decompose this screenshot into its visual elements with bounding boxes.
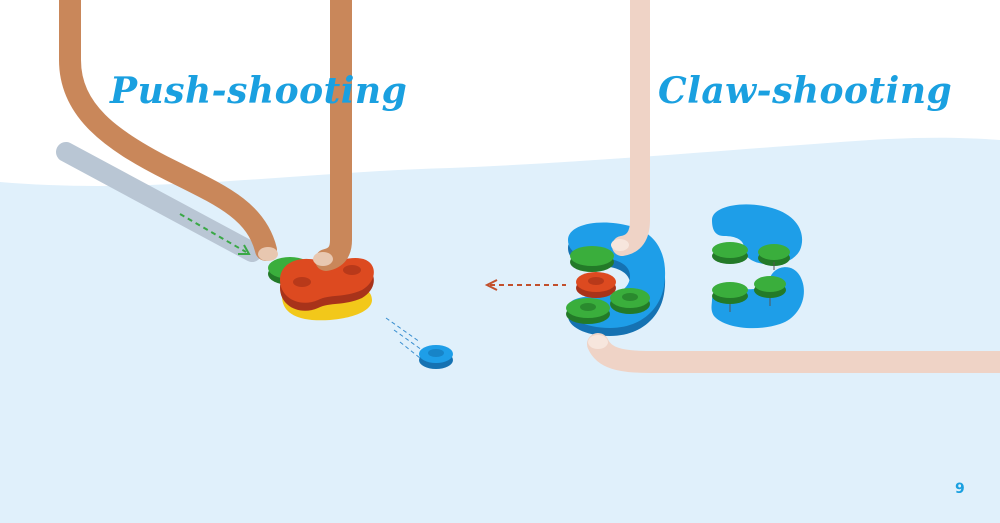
fingertip (258, 247, 278, 261)
fingertip (313, 252, 333, 266)
fingertip (611, 239, 629, 251)
claw-thumb-bottom (587, 333, 1000, 373)
shooter-stack (268, 257, 374, 321)
red-piece-dimple (293, 277, 311, 287)
claw-motion-arrow (484, 279, 566, 291)
page-number: 9 (955, 481, 965, 497)
claw-discs (566, 246, 650, 324)
red-piece-dimple (343, 265, 361, 275)
fingertip (588, 335, 608, 349)
push-finger-left (59, 0, 278, 261)
push-shooting-title: Push-shooting (110, 70, 408, 112)
push-motion-arrow (179, 213, 251, 255)
claw-finger-top (611, 0, 650, 256)
push-finger-right (313, 0, 352, 271)
exploded-c-piece (711, 204, 804, 329)
arm-shadow (56, 142, 262, 262)
shot-blue-disc (385, 317, 453, 369)
claw-shooting-title: Claw-shooting (658, 70, 953, 112)
